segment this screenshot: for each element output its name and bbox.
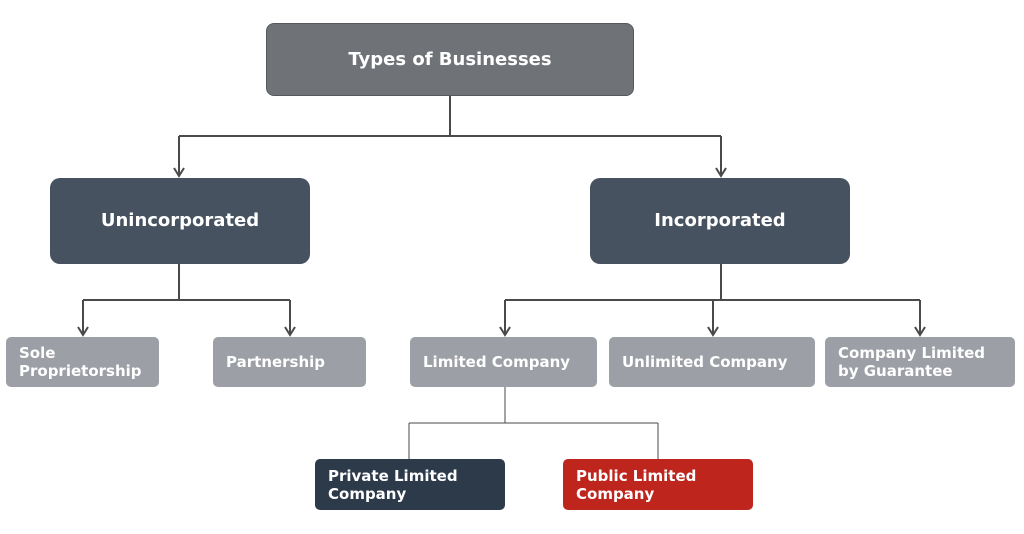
public-limited-company-label: Public Limited Company [576, 466, 697, 503]
unlimited-company-label: Unlimited Company [622, 353, 788, 371]
root-label: Types of Businesses [348, 48, 552, 70]
company-limited-by-guarantee-node: Company Limited by Guarantee [825, 337, 1015, 387]
sole-proprietorship-label: Sole Proprietorship [19, 344, 142, 380]
incorporated-node: Incorporated [590, 178, 850, 264]
partnership-node: Partnership [213, 337, 366, 387]
unincorporated-label: Unincorporated [100, 210, 260, 232]
incorporated-arrow-icon [715, 167, 727, 178]
partnership-label: Partnership [226, 353, 326, 371]
limited-company-arrow-icon [499, 326, 511, 337]
private-limited-company-label: Private Limited Company [328, 466, 458, 503]
public-limited-company-node: Public Limited Company [563, 459, 753, 510]
sole-proprietorship-node: Sole Proprietorship [6, 337, 159, 387]
unincorporated-node: Unincorporated [50, 178, 310, 264]
limited-company-label: Limited Company [423, 353, 571, 371]
partnership-arrow-icon [284, 326, 296, 337]
limited-company-node: Limited Company [410, 337, 597, 387]
company-limited-by-guarantee-label: Company Limited by Guarantee [838, 344, 986, 380]
sole-proprietorship-arrow-icon [77, 326, 89, 337]
unlimited-company-arrow-icon [707, 326, 719, 337]
unlimited-company-node: Unlimited Company [609, 337, 815, 387]
root-node: Types of Businesses [266, 23, 634, 96]
incorporated-label: Incorporated [654, 210, 786, 232]
private-limited-company-node: Private Limited Company [315, 459, 505, 510]
unincorporated-arrow-icon [173, 167, 185, 178]
company-limited-by-guarantee-arrow-icon [914, 326, 926, 337]
